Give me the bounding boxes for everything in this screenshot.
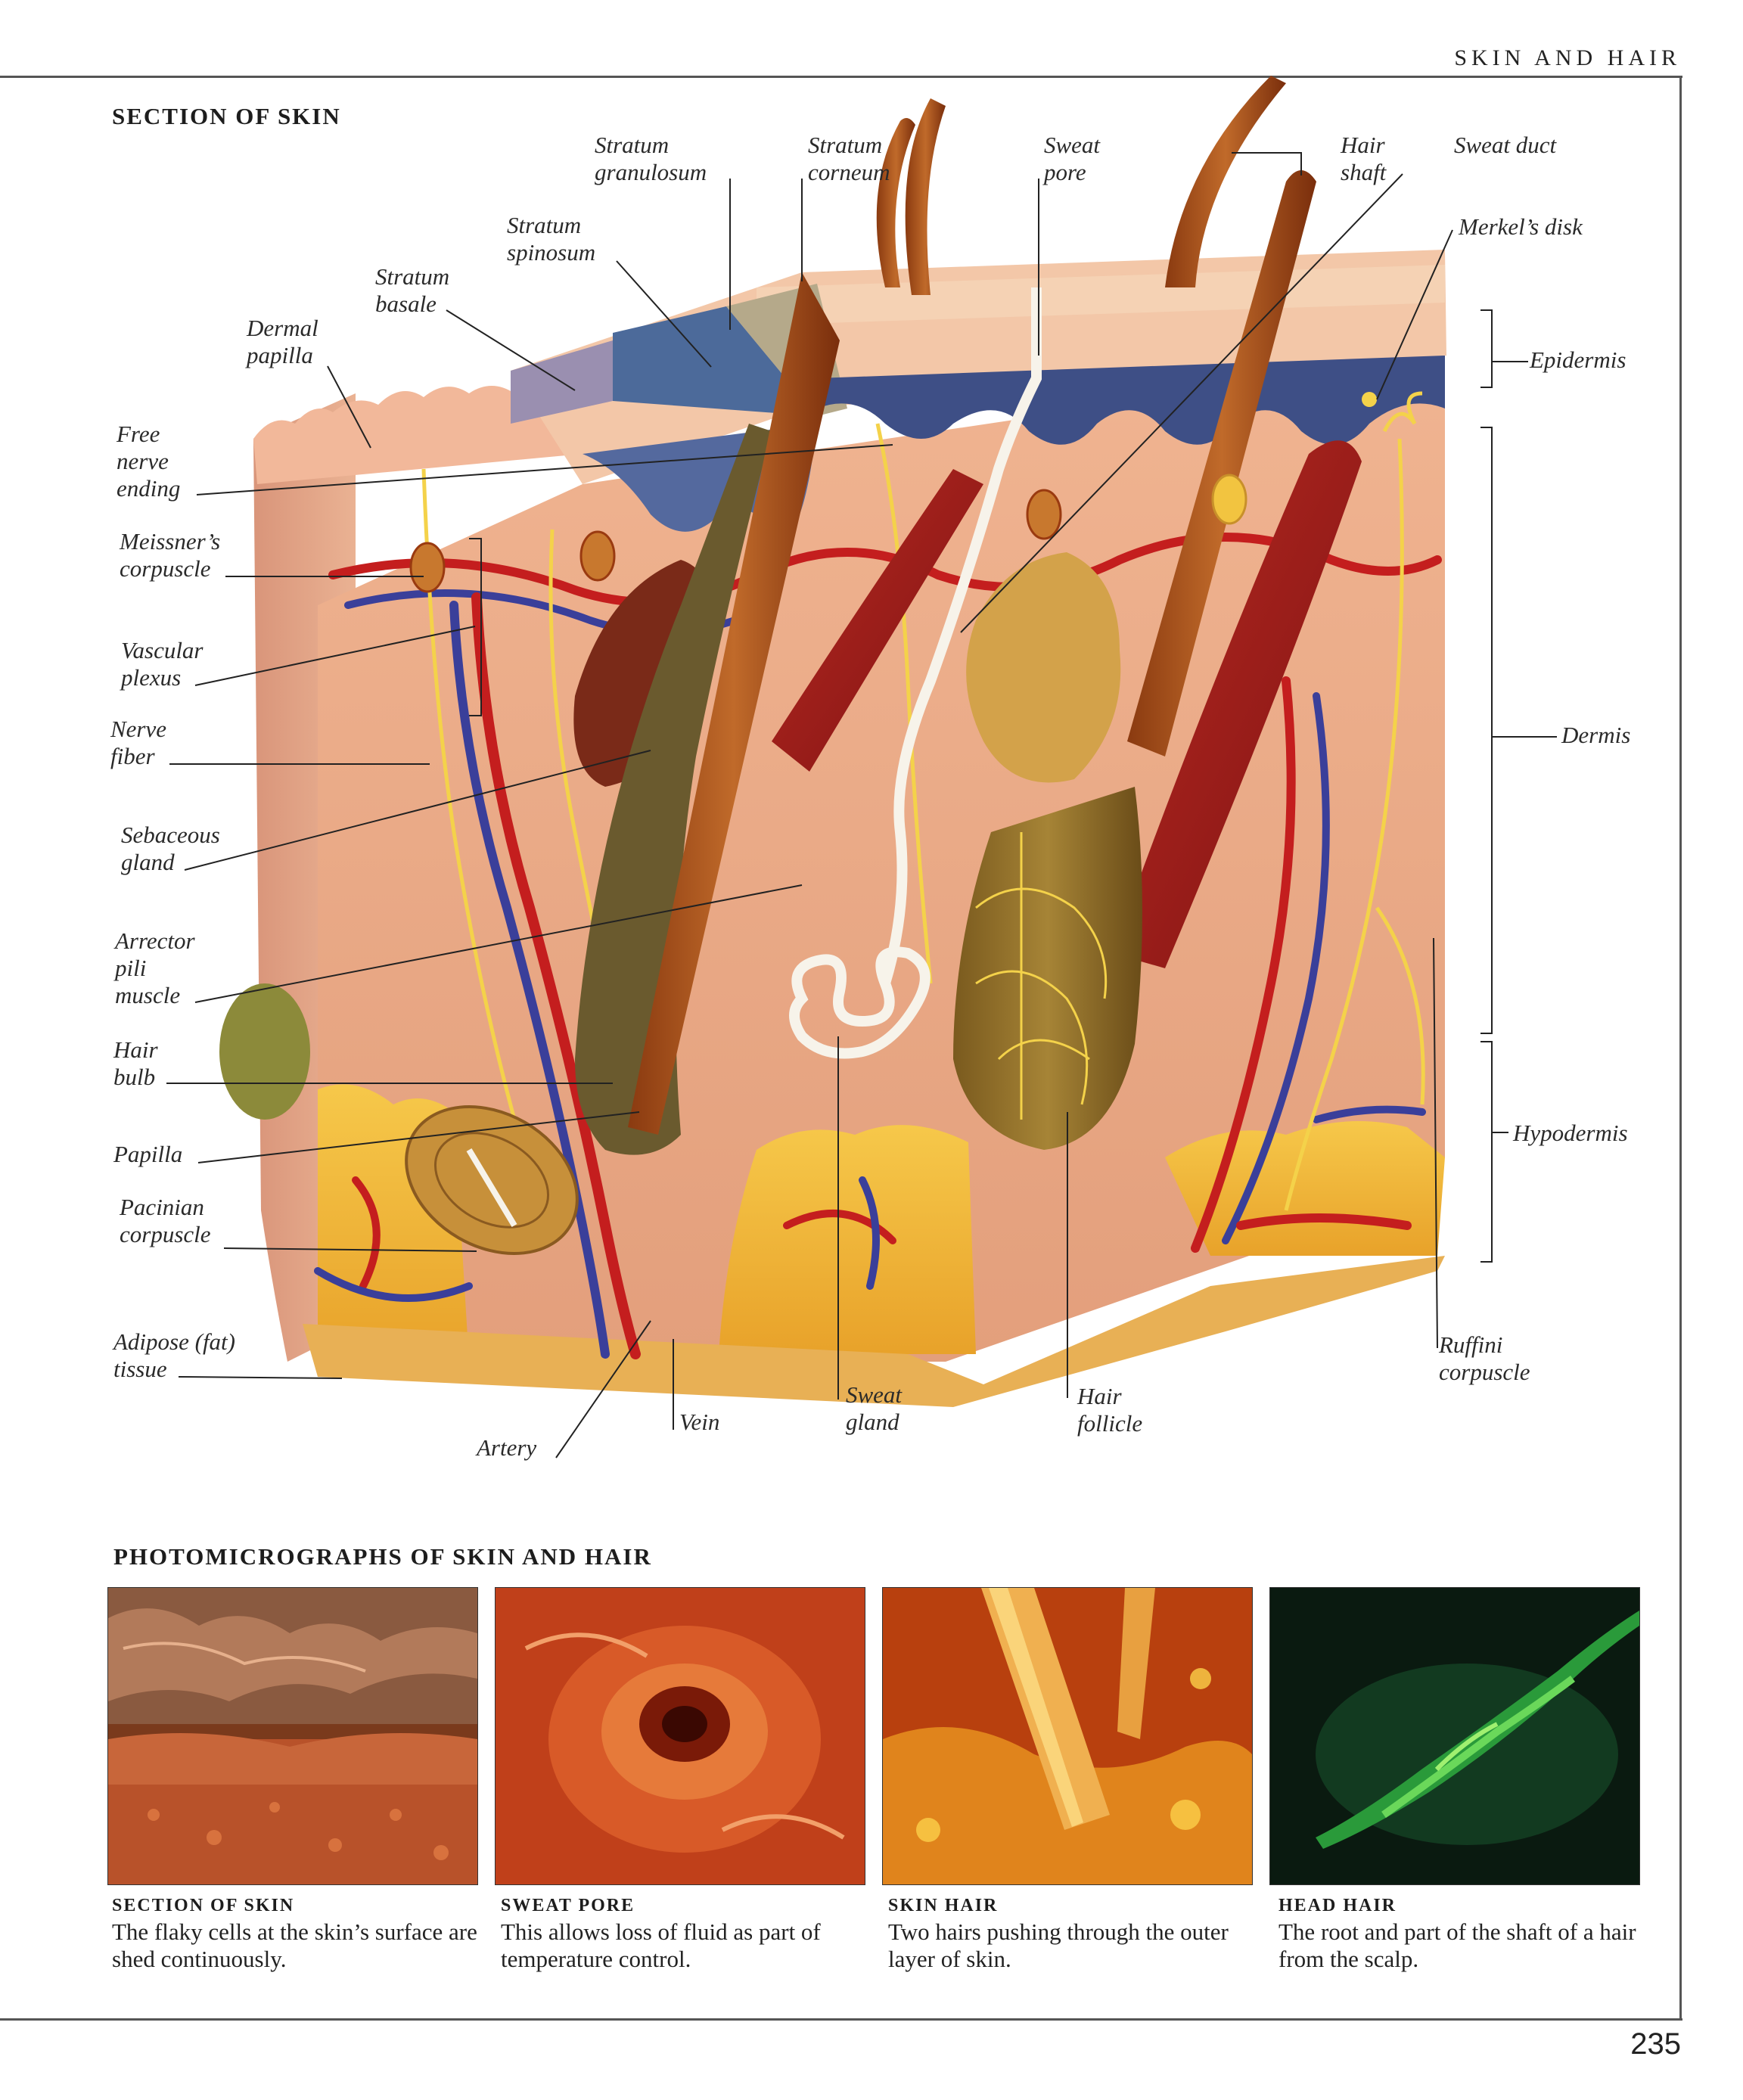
hair-shaft-far-left — [876, 118, 915, 287]
label-merkels-disk: Merkel’s disk — [1459, 213, 1583, 240]
arrector-pili-muscle-left — [772, 469, 983, 772]
photo-head-hair — [1269, 1587, 1640, 1885]
photo-skin-hair — [882, 1587, 1253, 1885]
page-number: 235 — [1630, 2027, 1681, 2061]
sweat-gland-coil — [789, 946, 931, 1059]
label-free-nerve-ending: Free nerve ending — [117, 421, 181, 502]
page-frame-right — [1679, 76, 1682, 2020]
meissners-corpuscle-2 — [579, 530, 616, 582]
hair-shaft-right-in-skin — [1127, 170, 1316, 756]
label-nerve-fiber: Nerve fiber — [110, 716, 167, 769]
page-frame-bottom — [0, 2018, 1682, 2021]
layer-brackets — [1480, 309, 1557, 1263]
label-stratum-granulosum: Stratum granulosum — [595, 132, 707, 185]
caption-title-head-hair: HEAD HAIR — [1279, 1896, 1397, 1915]
olive-bulb — [219, 983, 310, 1120]
sweat-duct — [880, 287, 1042, 986]
label-arrector-pili-muscle: Arrector pili muscle — [115, 927, 195, 1008]
label-stratum-spinosum: Stratum spinosum — [507, 212, 596, 266]
label-artery: Artery — [477, 1434, 537, 1461]
follicle-nerve-mesh — [975, 832, 1108, 1120]
label-ruffini-corpuscle: Ruffini corpuscle — [1439, 1331, 1530, 1385]
caption-text-section-of-skin: The flaky cells at the skin’s surface ar… — [112, 1918, 477, 1972]
photo-sweat-pore — [495, 1587, 865, 1885]
hair-follicle-left — [575, 424, 772, 1155]
running-head: SKIN AND HAIR — [1454, 45, 1681, 70]
hair-shaft-left-emerging — [905, 98, 946, 295]
skin-section-illustration — [166, 76, 1557, 1459]
label-hair-shaft: Hair shaft — [1341, 132, 1387, 185]
label-hair-bulb: Hair bulb — [113, 1036, 158, 1090]
caption-text-skin-hair: Two hairs pushing through the outer laye… — [888, 1918, 1229, 1972]
label-sweat-pore: Sweat pore — [1044, 132, 1101, 185]
adipose-center — [719, 1125, 976, 1354]
meissners-corpuscle-3 — [1026, 489, 1062, 540]
photomicrographs-title: PHOTOMICROGRAPHS OF SKIN AND HAIR — [113, 1543, 652, 1570]
label-vein: Vein — [679, 1409, 720, 1435]
adipose-base — [303, 1256, 1445, 1407]
label-hair-follicle: Hair follicle — [1077, 1383, 1143, 1437]
label-sebaceous-gland: Sebaceous gland — [121, 822, 220, 875]
leader-lines — [166, 152, 1453, 1459]
caption-title-skin-hair: SKIN HAIR — [888, 1896, 999, 1915]
label-papilla: Papilla — [113, 1141, 183, 1167]
page-frame-top — [0, 76, 1682, 78]
label-pacinian-corpuscle: Pacinian corpuscle — [120, 1194, 211, 1247]
label-adipose-tissue: Adipose (fat) tissue — [113, 1328, 235, 1382]
label-dermis: Dermis — [1561, 722, 1631, 748]
label-sweat-duct: Sweat duct — [1454, 132, 1557, 158]
photo-section-of-skin — [107, 1587, 478, 1885]
label-dermal-papilla: Dermal papilla — [247, 315, 318, 368]
sebaceous-gland-right — [966, 552, 1121, 783]
label-hypodermis: Hypodermis — [1513, 1120, 1628, 1146]
label-meissners-corpuscle: Meissner’s corpuscle — [120, 528, 221, 582]
hair-shaft-right-emerging — [1165, 76, 1286, 287]
arrector-pili-muscle-right — [1112, 440, 1362, 968]
caption-text-sweat-pore: This allows loss of fluid as part of tem… — [501, 1918, 821, 1972]
stratum-spinosum-step — [613, 306, 817, 416]
label-epidermis: Epidermis — [1530, 346, 1626, 373]
merkels-disk — [1362, 392, 1377, 407]
label-sweat-gland: Sweat gland — [846, 1381, 903, 1435]
basal-layer-wave — [817, 356, 1445, 445]
label-stratum-corneum: Stratum corneum — [808, 132, 890, 185]
caption-title-sweat-pore: SWEAT PORE — [501, 1896, 635, 1915]
hair-follicle-right — [953, 787, 1142, 1150]
caption-title-section-of-skin: SECTION OF SKIN — [112, 1896, 295, 1915]
pacinian-corpuscle — [405, 1105, 579, 1255]
label-stratum-basale: Stratum basale — [375, 263, 450, 317]
section-of-skin-title: SECTION OF SKIN — [112, 103, 341, 129]
meissners-corpuscle — [409, 542, 446, 593]
dermal-papilla-surface — [253, 386, 583, 484]
hair-shaft-left-in-skin — [628, 272, 840, 1135]
label-vascular-plexus: Vascular plexus — [121, 637, 204, 691]
caption-text-head-hair: The root and part of the shaft of a hair… — [1279, 1918, 1636, 1972]
meissners-corpuscle-4 — [1211, 474, 1247, 525]
